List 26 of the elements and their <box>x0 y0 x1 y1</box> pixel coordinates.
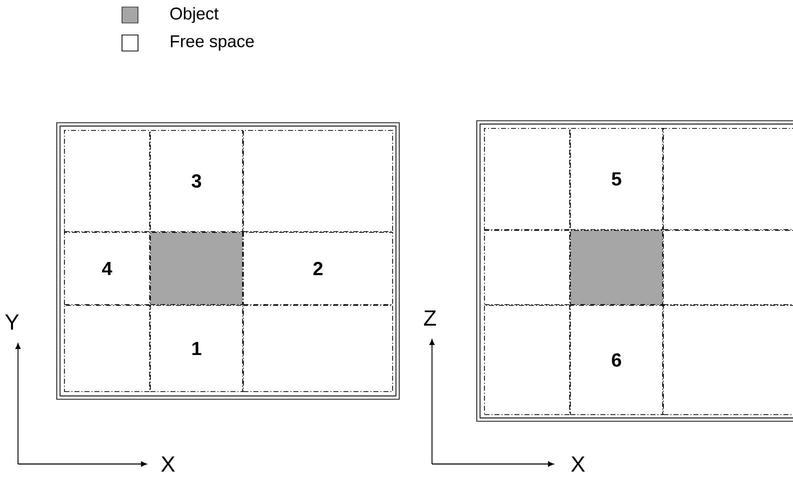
grid-cell: 2 <box>243 232 393 305</box>
grid-cell: 4 <box>64 232 150 305</box>
grid-cell <box>663 305 793 415</box>
grid-cell: 6 <box>570 305 663 415</box>
object-cell <box>150 232 243 305</box>
axis-label: X <box>161 456 175 472</box>
axis-label: X <box>571 456 585 472</box>
grid-frame <box>476 120 793 422</box>
axis-label: Z <box>424 310 436 326</box>
grid-cell <box>663 128 793 230</box>
grid-frame <box>56 122 400 400</box>
grid-cell <box>663 230 793 305</box>
grid-cell <box>64 130 150 232</box>
grid-cell <box>64 305 150 392</box>
legend-label: Free space <box>170 35 254 51</box>
legend-label: Object <box>170 7 219 23</box>
grid-cell: 5 <box>570 128 663 230</box>
grid-cell: 3 <box>150 130 243 232</box>
grid-cell <box>484 128 570 230</box>
grid-cell <box>484 230 570 305</box>
object-cell <box>570 230 663 305</box>
axis-label: Y <box>5 314 19 330</box>
grid-cell <box>243 130 393 232</box>
grid-cell: 1 <box>150 305 243 392</box>
grid-cell <box>243 305 393 392</box>
grid-cell <box>484 305 570 415</box>
